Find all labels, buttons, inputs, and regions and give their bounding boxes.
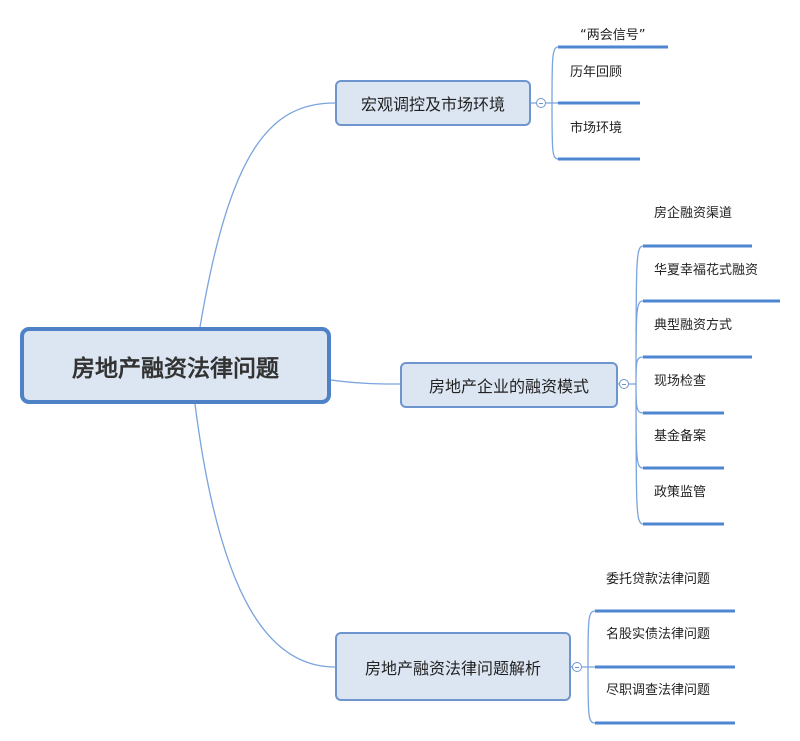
subtopic[interactable]: 委托贷款法律问题: [606, 572, 711, 587]
branch-topic-1[interactable]: 宏观调控及市场环境: [335, 80, 531, 126]
central-topic[interactable]: 房地产融资法律问题: [20, 327, 331, 404]
subtopic[interactable]: 历年回顾: [570, 65, 623, 80]
link-central-branch-1: [199, 102, 336, 328]
branch-topic-3[interactable]: 房地产融资法律问题解析: [335, 632, 571, 701]
links-branch-2: [617, 245, 644, 525]
collapse-toggle-icon[interactable]: [536, 98, 546, 108]
subtopic[interactable]: 现场检查: [654, 374, 707, 389]
subtopic[interactable]: 华夏幸福花式融资: [654, 263, 759, 278]
subtopic[interactable]: 基金备案: [654, 429, 707, 444]
branch-topic-2[interactable]: 房地产企业的融资模式: [400, 362, 618, 408]
subtopic[interactable]: 政策监管: [654, 485, 707, 500]
links-branch-3: [570, 610, 596, 724]
subtopic[interactable]: 尽职调查法律问题: [606, 683, 711, 698]
subtopic[interactable]: 房企融资渠道: [654, 206, 733, 221]
link-central-branch-3: [194, 403, 336, 668]
subtopic[interactable]: 典型融资方式: [654, 318, 733, 333]
collapse-toggle-icon[interactable]: [619, 379, 629, 389]
collapse-toggle-icon[interactable]: [572, 662, 582, 672]
subtopic[interactable]: 市场环境: [570, 121, 623, 136]
subtopic[interactable]: “两会信号”: [580, 28, 646, 43]
links-branch-1: [530, 46, 559, 160]
subtopic[interactable]: 名股实债法律问题: [606, 627, 711, 642]
link-central-branch-2: [330, 379, 401, 385]
